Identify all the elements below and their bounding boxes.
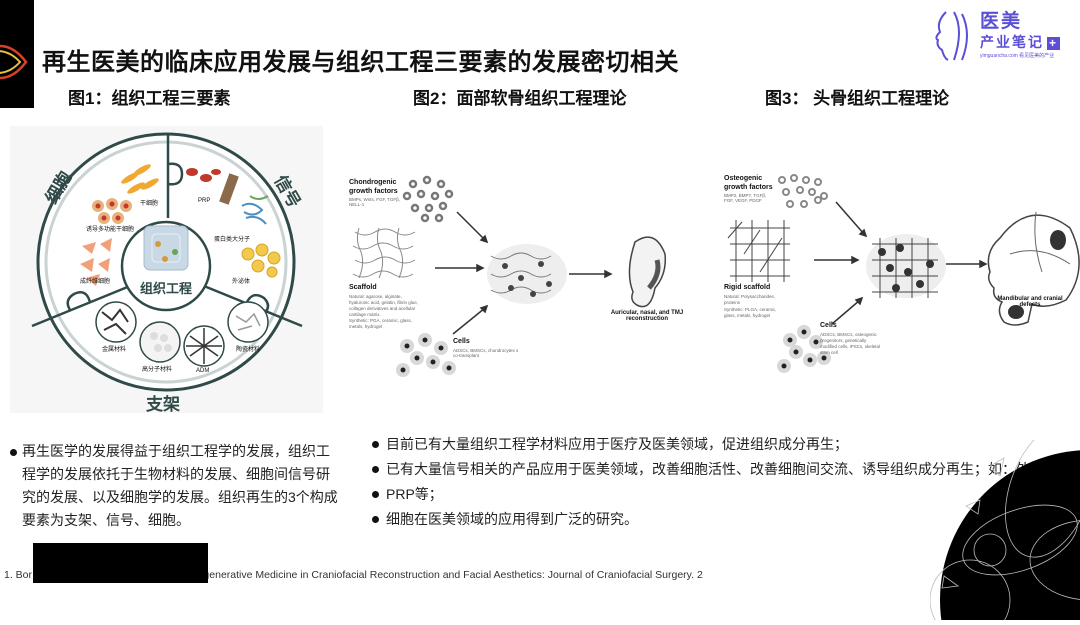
brand-logo: 医美 产业笔记+ yimguancha.com 看见医美的产业 <box>930 4 1080 64</box>
center-label: 组织工程 <box>140 281 193 296</box>
logo-subtitle: 产业笔记+ <box>980 32 1060 52</box>
figure-1-title: 图1：组织工程三要素 <box>68 89 231 108</box>
cells-desc-fig3: ADSCs, BMSCs, osteogenic progenitors, ge… <box>820 332 881 355</box>
chondrogenic-desc: BMPs, Wnts, FGF, TGFβ, NELL-1 <box>349 197 401 207</box>
right-bullet-list: 目前已有大量组织工程学材料应用于医疗及医美领域，促进组织成分再生； 已有大量信号… <box>372 432 1072 532</box>
face-profile-icon <box>935 11 968 61</box>
item-ipsc: 诱导多功能干细胞 <box>86 227 135 233</box>
left-bullet-text: 再生医学的发展得益于组织工程学的发展，组织工程学的发展依托于生物材料的发展、细胞… <box>10 440 342 532</box>
item-prp: PRP <box>198 198 211 204</box>
figure-2-cartilage-diagram: Chondrogenic growth factors BMPs, Wnts, … <box>345 170 685 385</box>
outcome-label-fig3: Mandibular and cranial defects <box>997 296 1063 308</box>
item-polymer-materials: 高分子材料 <box>142 367 173 373</box>
triad-diagram <box>31 132 303 392</box>
cells-desc: ADSCs, BMSCs, chondrocytes s co-transpla… <box>453 348 519 358</box>
redaction-box <box>33 543 208 583</box>
chondrogenic-title: Chondrogenic growth factors <box>349 179 398 195</box>
item-metal-materials: 金属材料 <box>102 347 127 353</box>
logo-tagline: yimguancha.com 看见医美的产业 <box>980 53 1055 59</box>
cranial-process-diagram <box>727 174 1080 373</box>
logo-subtitle-text: 产业笔记 <box>980 34 1044 50</box>
item-stem-cells: 干细胞 <box>140 201 159 207</box>
page-title: 再生医美的临床应用发展与组织工程三要素的发展密切相关 <box>42 49 679 76</box>
rigid-scaffold-desc-synthetic: Synthetic: PLGA, ceramic, glass, metals,… <box>724 307 777 318</box>
bullet-item: 目前已有大量组织工程学材料应用于医疗及医美领域，促进组织成分再生； <box>372 432 1072 457</box>
rigid-scaffold-title: Rigid scaffold <box>724 284 771 291</box>
item-protein-macromolecules: 蛋白类大分子 <box>214 237 251 243</box>
scaffold-title: Scaffold <box>349 284 377 291</box>
decorative-pattern-circle <box>929 422 1080 625</box>
item-ceramic-materials: 陶瓷材料 <box>236 347 261 353</box>
bullet-item-continuation: PRP等； <box>372 482 1072 507</box>
cells-title: Cells <box>453 338 470 345</box>
figure-1-tissue-engineering-triad: 组织工程 细胞 信号 支架 干细胞 诱导多功能干细胞 成纤维细胞 PRP 蛋白类… <box>10 126 323 414</box>
osteogenic-title: Osteogenic growth factors <box>724 175 773 191</box>
bullet-dot <box>10 449 17 456</box>
left-bullet-content: 再生医学的发展得益于组织工程学的发展，组织工程学的发展依托于生物材料的发展、细胞… <box>22 443 338 528</box>
bullet-item: 已有大量信号相关的产品应用于医美领域，改善细胞活性、改善细胞间交流、诱导组织成分… <box>372 457 1072 482</box>
cartilage-process-diagram <box>352 175 667 377</box>
cells-title-fig3: Cells <box>820 322 837 329</box>
item-fibroblasts: 成纤维细胞 <box>80 279 111 285</box>
plus-icon: + <box>1047 35 1060 50</box>
rigid-scaffold-desc-natural: Natural: Polysaccharides, proteins <box>724 294 776 305</box>
outcome-label: Auricular, nasal, and TMJ reconstruction <box>610 310 684 322</box>
figure-3-title: 图3： 头骨组织工程理论 <box>765 89 950 108</box>
bullet-item: 细胞在医美领域的应用得到广泛的研究。 <box>372 507 1072 532</box>
osteogenic-desc: BMP2, BMP7, TGFβ, FGF, VEGF, PDGF <box>724 193 767 203</box>
corner-eye-decoration <box>0 0 34 108</box>
item-adm: ADM <box>196 368 210 374</box>
scaffold-desc-natural: Natural: agarose, alginate, hyaluronic a… <box>349 294 419 317</box>
figure-3-cranial-diagram: Osteogenic growth factors BMP2, BMP7, TG… <box>710 168 1080 383</box>
circle-pattern-icon <box>929 422 1080 625</box>
sector-scaffold-label: 支架 <box>146 395 180 414</box>
item-exosomes: 外泌体 <box>232 279 251 285</box>
logo-title: 医美 <box>980 11 1023 32</box>
scaffold-desc-synthetic: Synthetic: PGA, ceramic, glass, metals, … <box>349 318 413 329</box>
figure-2-title: 图2：面部软骨组织工程理论 <box>413 89 627 108</box>
eye-icon <box>0 44 28 80</box>
